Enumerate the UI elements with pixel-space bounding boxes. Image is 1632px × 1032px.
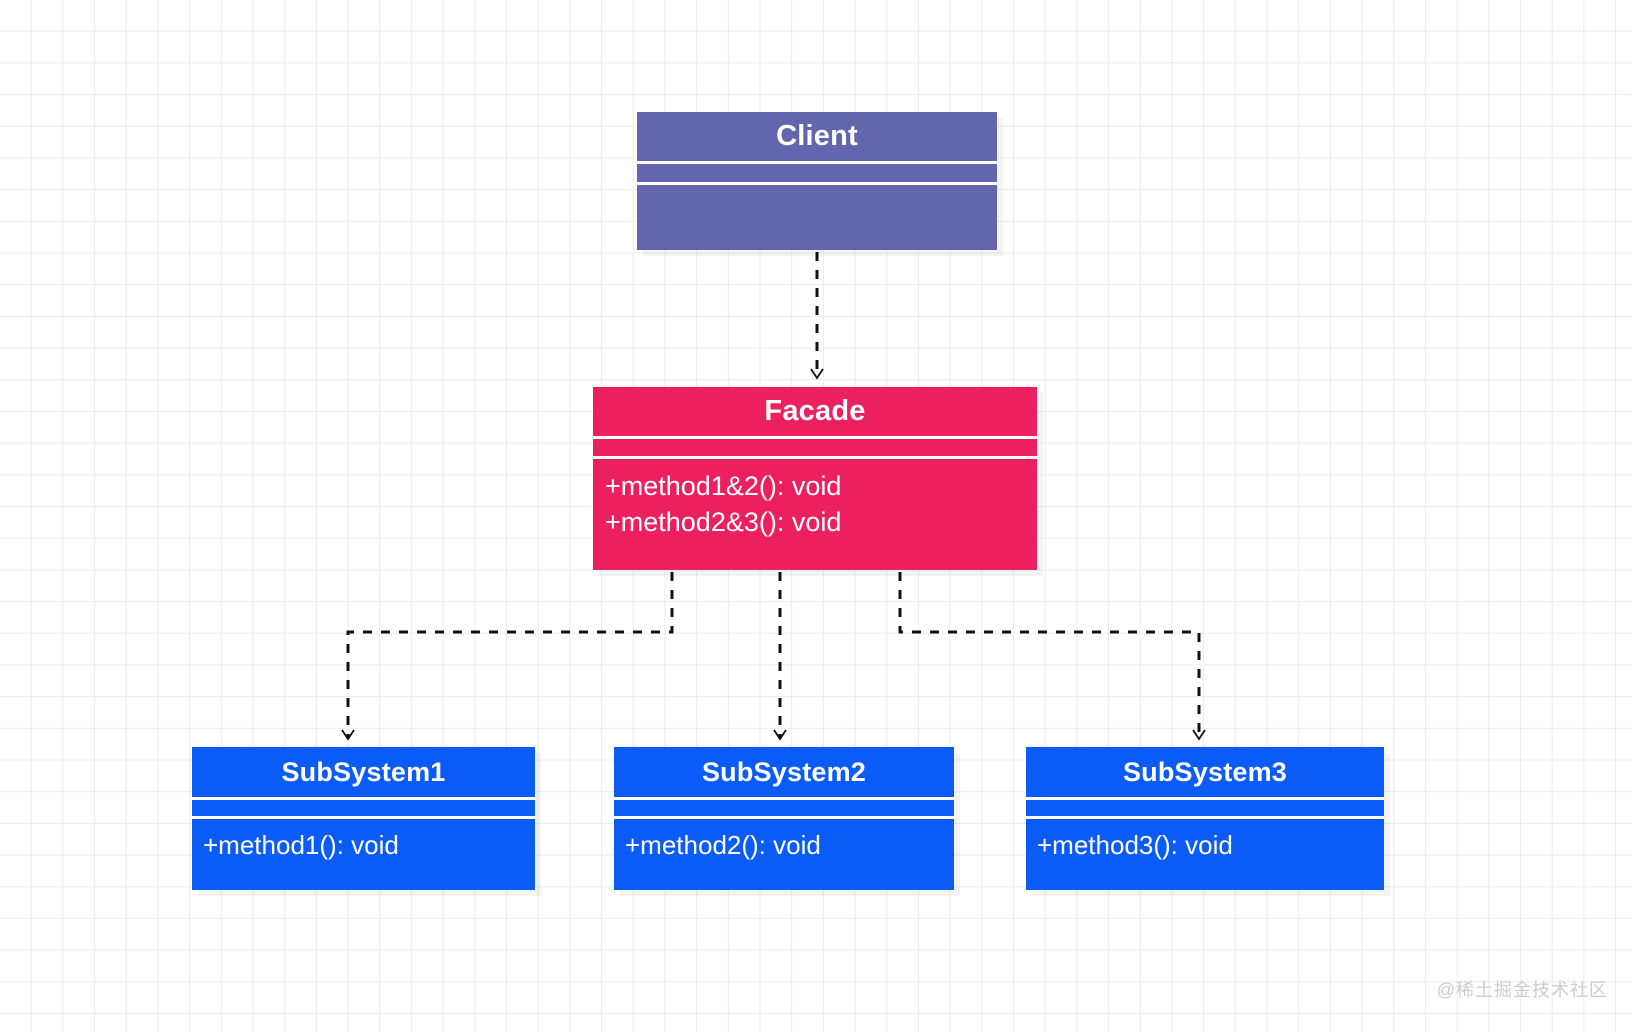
class-title-client: Client <box>776 120 858 152</box>
class-title-subsystem2: SubSystem2 <box>701 757 867 787</box>
class-attributes-subsystem3 <box>1026 800 1384 816</box>
class-separator <box>1026 797 1384 800</box>
class-methods-facade: +method1&2(): void +method2&3(): void <box>593 459 1037 540</box>
class-separator <box>614 797 954 800</box>
connector-facade-subsystem1 <box>341 572 674 741</box>
class-title-subsystem3: SubSystem3 <box>1122 757 1288 787</box>
class-methods-subsystem1: +method1(): void <box>192 819 535 863</box>
class-box-subsystem1[interactable]: SubSystem1 +method1(): void <box>192 747 535 890</box>
class-separator <box>1026 816 1384 819</box>
class-separator <box>192 816 535 819</box>
class-attributes-subsystem1 <box>192 800 535 816</box>
class-separator <box>637 161 997 164</box>
class-title-facade: Facade <box>764 395 866 427</box>
method-line: +method1(): void <box>203 830 399 860</box>
method-line: +method2(): void <box>625 830 821 860</box>
connector-facade-subsystem3 <box>898 572 1206 741</box>
class-separator <box>192 797 535 800</box>
class-box-subsystem2[interactable]: SubSystem2 +method2(): void <box>614 747 954 890</box>
class-box-client[interactable]: Client <box>637 112 997 250</box>
class-methods-subsystem3: +method3(): void <box>1026 819 1384 863</box>
class-separator <box>593 456 1037 459</box>
class-attributes-client <box>637 164 997 182</box>
method-line: +method3(): void <box>1037 830 1233 860</box>
class-attributes-facade <box>593 439 1037 456</box>
class-separator <box>614 816 954 819</box>
class-attributes-subsystem2 <box>614 800 954 816</box>
class-title-subsystem1: SubSystem1 <box>281 757 446 787</box>
method-line: +method1&2(): void <box>605 471 842 501</box>
class-box-facade[interactable]: Facade +method1&2(): void +method2&3(): … <box>593 387 1037 570</box>
watermark-text: @稀土掘金技术社区 <box>1436 980 1608 1000</box>
class-methods-subsystem2: +method2(): void <box>614 819 954 863</box>
class-box-subsystem3[interactable]: SubSystem3 +method3(): void <box>1026 747 1384 890</box>
method-line: +method2&3(): void <box>605 507 842 537</box>
class-separator <box>637 182 997 185</box>
class-separator <box>593 436 1037 439</box>
